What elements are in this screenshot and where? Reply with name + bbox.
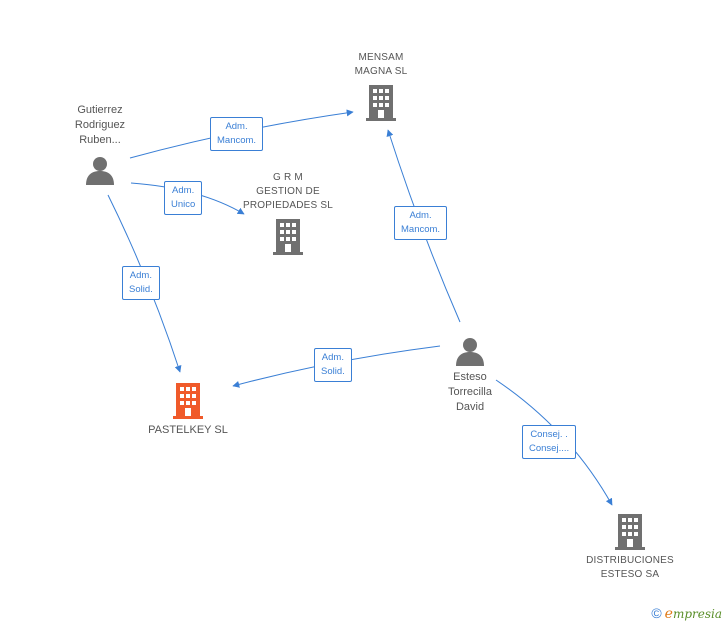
node-distribuciones[interactable]: DISTRIBUCIONES ESTESO SA — [570, 514, 690, 582]
building-icon — [570, 514, 690, 550]
edge-label-esteso-distribuciones[interactable]: Consej. . Consej.... — [522, 425, 577, 459]
edge-label-gutierrez-pastelkey[interactable]: Adm. Solid. — [122, 266, 160, 300]
node-mensam-label: MENSAM MAGNA SL — [354, 52, 408, 77]
building-icon — [128, 383, 248, 419]
edge-label-gutierrez-grm[interactable]: Adm. Unico — [164, 181, 203, 215]
brand-e: e — [664, 606, 673, 622]
edge-label-esteso-mensam[interactable]: Adm. Mancom. — [394, 206, 448, 240]
node-grm[interactable]: G R M GESTION DE PROPIEDADES SL — [233, 171, 343, 255]
person-icon — [50, 155, 150, 185]
node-distribuciones-label: DISTRIBUCIONES ESTESO SA — [586, 555, 674, 580]
copyright-icon: © — [651, 605, 662, 621]
node-esteso[interactable]: Esteso Torrecilla David — [420, 336, 520, 415]
brand-text: mpresia — [672, 607, 722, 621]
person-icon — [420, 336, 520, 366]
building-icon — [233, 219, 343, 255]
node-pastelkey[interactable]: PASTELKEY SL — [128, 383, 248, 438]
edge-label-esteso-pastelkey[interactable]: Adm. Solid. — [314, 348, 352, 382]
node-pastelkey-label: PASTELKEY SL — [148, 424, 228, 436]
edge-label-gutierrez-mensam[interactable]: Adm. Mancom. — [210, 117, 264, 151]
brand-logo: ©empresia — [651, 605, 722, 622]
node-esteso-label: Esteso Torrecilla David — [447, 371, 492, 413]
node-gutierrez-label: Gutierrez Rodriguez Ruben... — [74, 104, 126, 146]
node-mensam[interactable]: MENSAM MAGNA SL — [331, 51, 431, 121]
node-gutierrez[interactable]: Gutierrez Rodriguez Ruben... — [50, 103, 150, 185]
building-icon — [331, 85, 431, 121]
node-grm-label: G R M GESTION DE PROPIEDADES SL — [242, 172, 334, 211]
